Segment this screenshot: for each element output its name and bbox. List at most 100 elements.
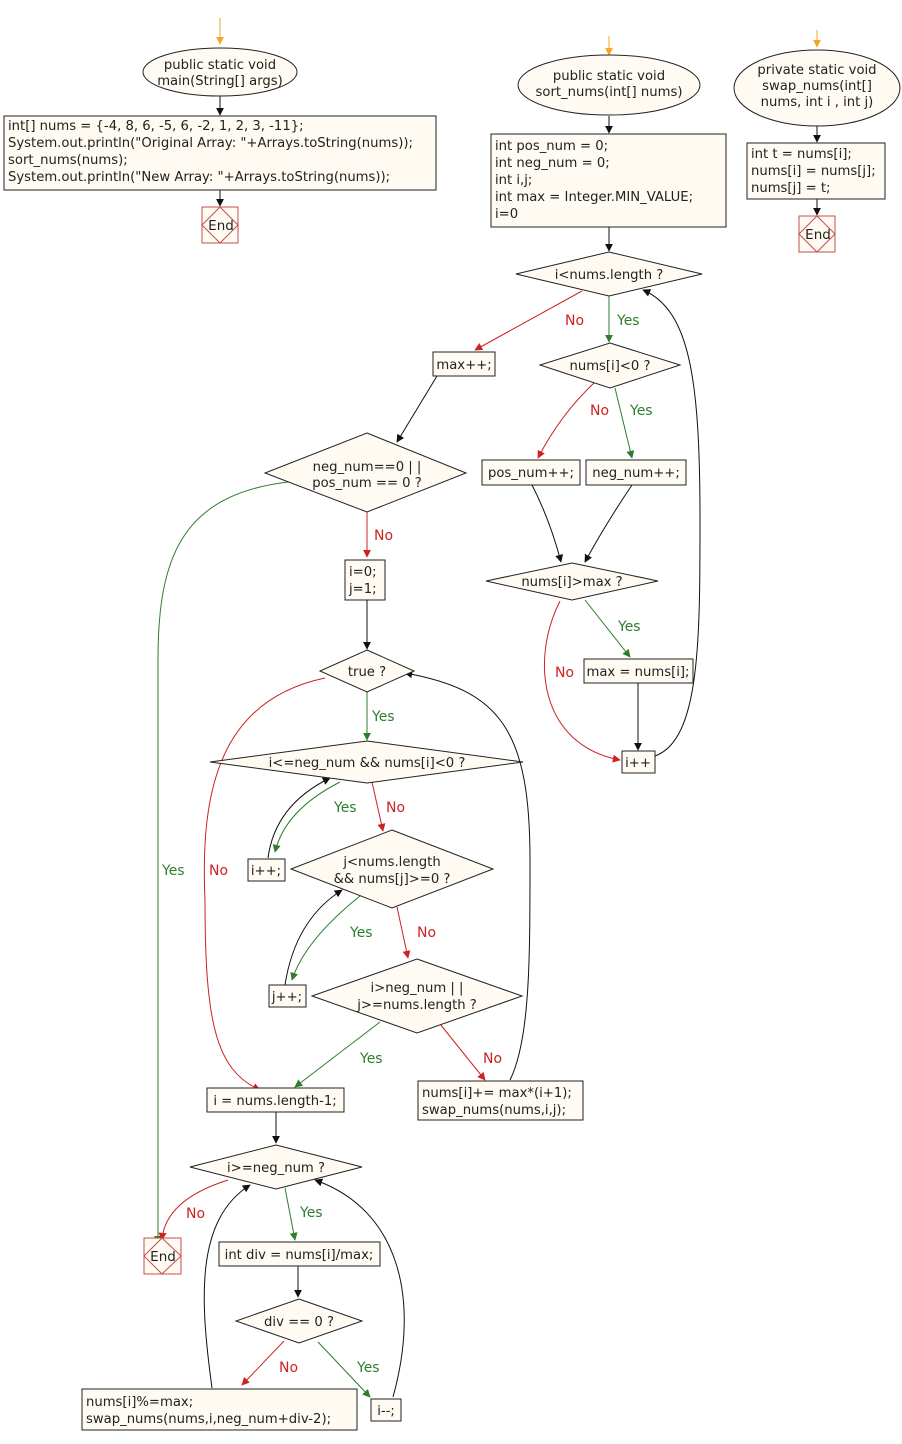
main-body-line-2: System.out.println("Original Array: "+Ar… bbox=[8, 136, 413, 151]
label-cj-yes: Yes bbox=[349, 925, 373, 941]
sort-start-line-2: sort_nums(int[] nums) bbox=[536, 85, 683, 100]
label-max-yes: Yes bbox=[617, 619, 641, 635]
label-len-no: No bbox=[565, 313, 584, 329]
sort-init-line-5: i=0 bbox=[495, 207, 518, 222]
edge-ci-yes bbox=[272, 781, 341, 853]
edge-jinc-back bbox=[284, 889, 343, 986]
main-end-node: End bbox=[201, 206, 239, 244]
cond-j-line-2: && nums[j]>=0 ? bbox=[334, 872, 451, 887]
cond-max-diamond: nums[i]>max ? bbox=[485, 562, 659, 601]
cond-negative-diamond: nums[i]<0 ? bbox=[538, 342, 682, 389]
edge-cb-yes bbox=[294, 1021, 381, 1088]
set-i-last-box: i = nums.length-1; bbox=[206, 1087, 345, 1113]
set-i-last-text: i = nums.length-1; bbox=[213, 1094, 336, 1109]
cond-j-diamond: j<nums.length && nums[j]>=0 ? bbox=[289, 829, 495, 909]
sort-end-label: End bbox=[150, 1249, 176, 1265]
swap-body-box: int t = nums[i]; nums[i] = nums[j]; nums… bbox=[746, 142, 886, 200]
set-max-box: max = nums[i]; bbox=[583, 658, 694, 684]
edge-maxinc-zero bbox=[396, 375, 438, 443]
edge-true-no bbox=[203, 677, 326, 1091]
swap-start-line-3: nums, int i , int j) bbox=[761, 95, 874, 110]
cond-break-line-1: i>neg_num | | bbox=[371, 981, 464, 996]
edge-max-no bbox=[544, 600, 621, 763]
edge-neg-yes bbox=[614, 387, 635, 459]
main-body-line-3: sort_nums(nums); bbox=[8, 153, 128, 168]
label-zero-no: No bbox=[374, 528, 393, 544]
edge-labels: No Yes No Yes Yes No No Yes Yes No Yes N… bbox=[161, 313, 653, 1376]
swap-start-line-1: private static void bbox=[757, 63, 876, 78]
edge-pos-to-max bbox=[531, 484, 564, 563]
swap-step-line-2: swap_nums(nums,i,j); bbox=[422, 1103, 566, 1118]
sort-init-line-4: int max = Integer.MIN_VALUE; bbox=[495, 190, 693, 205]
div-box: int div = nums[i]/max; bbox=[218, 1241, 381, 1267]
main-body-line-1: int[] nums = {-4, 8, 6, -5, 6, -2, 1, 2,… bbox=[8, 119, 304, 134]
edge-ci-no bbox=[371, 781, 386, 832]
set-ij-line-1: i=0; bbox=[349, 565, 377, 580]
edge-len-no bbox=[474, 290, 583, 351]
i-dec-text: i--; bbox=[377, 1404, 395, 1419]
max-inc-box: max++; bbox=[432, 351, 496, 377]
cond-ge-diamond: i>=neg_num ? bbox=[189, 1144, 363, 1190]
swap-start-line-2: swap_nums(int[] bbox=[762, 79, 872, 94]
cond-true-text: true ? bbox=[348, 665, 386, 680]
i-inc-text: i++ bbox=[625, 756, 651, 771]
cond-ge-text: i>=neg_num ? bbox=[227, 1161, 325, 1176]
label-cdiv-yes: Yes bbox=[356, 1360, 380, 1376]
label-len-yes: Yes bbox=[616, 313, 640, 329]
cond-break-diamond: i>neg_num | | j>=nums.length ? bbox=[310, 958, 524, 1034]
edge-neg-no bbox=[537, 381, 596, 459]
label-true-yes: Yes bbox=[371, 709, 395, 725]
i-dec-box: i--; bbox=[370, 1398, 402, 1422]
swap-step-box: nums[i]+= max*(i+1); swap_nums(nums,i,j)… bbox=[417, 1080, 584, 1121]
swap-step-line-1: nums[i]+= max*(i+1); bbox=[422, 1086, 572, 1101]
sort-start-line-1: public static void bbox=[553, 69, 665, 84]
pos-inc-text: pos_num++; bbox=[488, 466, 574, 481]
cond-max-text: nums[i]>max ? bbox=[521, 575, 622, 590]
label-zero-yes: Yes bbox=[161, 863, 185, 879]
swap-end-label: End bbox=[805, 227, 831, 243]
cond-zero-line-2: pos_num == 0 ? bbox=[312, 476, 422, 491]
label-true-no: No bbox=[209, 863, 228, 879]
cond-break-line-2: j>=nums.length ? bbox=[356, 998, 477, 1013]
label-cdiv-no: No bbox=[279, 1360, 298, 1376]
edge-cdiv-no bbox=[241, 1340, 285, 1386]
label-ge-no: No bbox=[186, 1206, 205, 1222]
edge-cb-no bbox=[439, 1023, 486, 1081]
div-text: int div = nums[i]/max; bbox=[225, 1248, 374, 1263]
cond-i-text: i<=neg_num && nums[i]<0 ? bbox=[269, 756, 466, 771]
sort-end-node: End bbox=[143, 1237, 182, 1275]
i-inc2-text: i++; bbox=[251, 864, 281, 879]
sort-init-line-1: int pos_num = 0; bbox=[495, 139, 608, 154]
j-inc-box: j++; bbox=[268, 984, 307, 1008]
max-inc-text: max++; bbox=[436, 358, 491, 373]
neg-inc-text: neg_num++; bbox=[592, 466, 680, 481]
edge-cj-no bbox=[396, 906, 411, 959]
edge-iinc-loop bbox=[642, 289, 701, 757]
label-cj-no: No bbox=[417, 925, 436, 941]
sort-start-node: public static void sort_nums(int[] nums) bbox=[517, 54, 701, 116]
label-neg-no: No bbox=[590, 403, 609, 419]
mod-step-line-1: nums[i]%=max; bbox=[86, 1395, 193, 1410]
cond-j-line-1: j<nums.length bbox=[342, 855, 440, 870]
pos-inc-box: pos_num++; bbox=[481, 459, 581, 486]
label-ci-no: No bbox=[386, 800, 405, 816]
cond-true-diamond: true ? bbox=[318, 649, 416, 693]
edge-iinc2-back bbox=[267, 777, 331, 859]
set-max-text: max = nums[i]; bbox=[587, 665, 690, 680]
cond-div-text: div == 0 ? bbox=[264, 1315, 334, 1330]
main-body-box: int[] nums = {-4, 8, 6, -5, 6, -2, 1, 2,… bbox=[3, 115, 437, 191]
cond-i-diamond: i<=neg_num && nums[i]<0 ? bbox=[209, 740, 524, 784]
label-ge-yes: Yes bbox=[299, 1205, 323, 1221]
mod-step-line-2: swap_nums(nums,i,neg_num+div-2); bbox=[86, 1412, 331, 1427]
main-start-line-2: main(String[] args) bbox=[157, 74, 283, 89]
j-inc-text: j++; bbox=[271, 990, 302, 1005]
swap-body-line-3: nums[j] = t; bbox=[751, 181, 830, 196]
edge-ge-yes bbox=[284, 1187, 298, 1241]
swap-body-line-1: int t = nums[i]; bbox=[751, 147, 852, 162]
edge-negi-to-max bbox=[584, 484, 633, 563]
sort-init-line-3: int i,j; bbox=[495, 173, 532, 188]
cond-length-text: i<nums.length ? bbox=[555, 268, 664, 283]
swap-start-node: private static void swap_nums(int[] nums… bbox=[733, 49, 901, 127]
main-start-node: public static void main(String[] args) bbox=[142, 47, 298, 97]
